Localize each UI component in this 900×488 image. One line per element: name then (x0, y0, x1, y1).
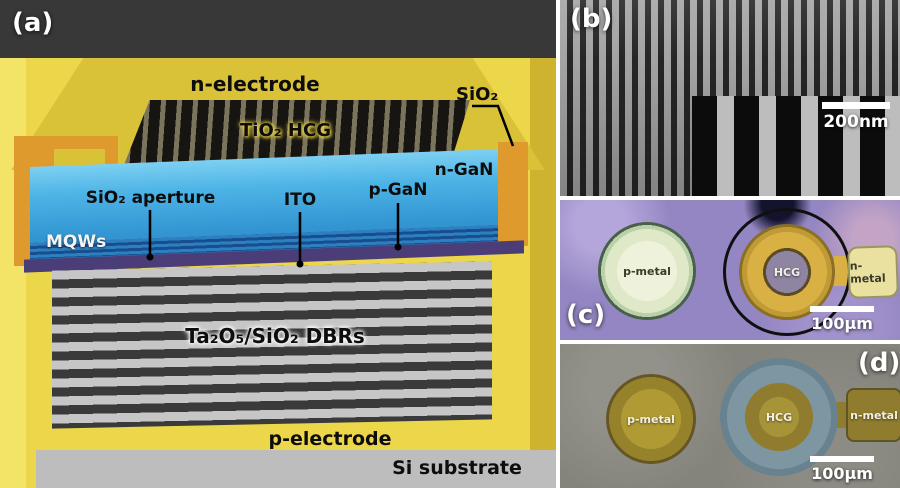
label-p-metal: p-metal (623, 264, 671, 278)
label-dbr-stack: Ta₂O₅/SiO₂ DBRs (185, 324, 365, 348)
label-si-substrate: Si substrate (392, 457, 522, 479)
label-n-gan: n-GaN (434, 160, 494, 180)
n-metal-pad: n-metal (847, 245, 899, 299)
n-metal-pad: n-metal (846, 388, 900, 442)
label-p-electrode: p-electrode (268, 428, 392, 450)
panel-b-tag: (b) (570, 4, 613, 34)
scale-bar-label: 100μm (811, 314, 873, 333)
label-ito: ITO (283, 190, 317, 210)
panel-c-optical-micrograph: p-metal HCG n-metal 100μm (c) (560, 200, 900, 340)
p-metal-pad: p-metal (598, 222, 696, 320)
p-metal-pad: p-metal (606, 374, 696, 464)
panel-a-schematic: (a) n-electrode SiO₂ TiO₂ HCG SiO₂ apert… (0, 0, 556, 488)
si-substrate-slab (36, 450, 556, 488)
chip-left-bevel (0, 58, 26, 488)
panel-d-sem-device: p-metal HCG n-metal 100μm (d) (560, 344, 900, 488)
sem-inset-closeup (692, 96, 900, 196)
label-n-electrode: n-electrode (190, 72, 320, 96)
label-n-metal: n-metal (849, 259, 886, 286)
background-band (0, 0, 556, 58)
scale-bar-label: 200nm (823, 112, 889, 132)
label-sio2-aperture: SiO₂ aperture (85, 188, 216, 208)
panel-c-tag: (c) (566, 300, 606, 330)
scale-bar-label: 100μm (811, 464, 873, 483)
panel-b-sem-grating: 200nm (b) (560, 0, 900, 196)
right-contact (498, 142, 528, 246)
hcg-ring: HCG (739, 224, 835, 320)
pointer-lines (146, 104, 515, 268)
label-p-metal: p-metal (627, 412, 675, 426)
label-hcg: HCG (773, 265, 801, 279)
label-mqws: MQWs (46, 232, 107, 252)
panel-a-tag: (a) (12, 8, 54, 38)
chip-right-bevel (530, 58, 556, 452)
label-sio2: SiO₂ (456, 84, 499, 105)
scale-bar (822, 102, 890, 109)
label-n-metal: n-metal (850, 408, 898, 422)
panel-d-tag: (d) (858, 348, 900, 378)
label-hcg: HCG (765, 410, 793, 424)
label-tio2-hcg: TiO₂ HCG (240, 120, 331, 141)
scale-bar (810, 456, 874, 462)
scale-bar (810, 306, 874, 312)
label-p-gan: p-GaN (368, 180, 428, 200)
